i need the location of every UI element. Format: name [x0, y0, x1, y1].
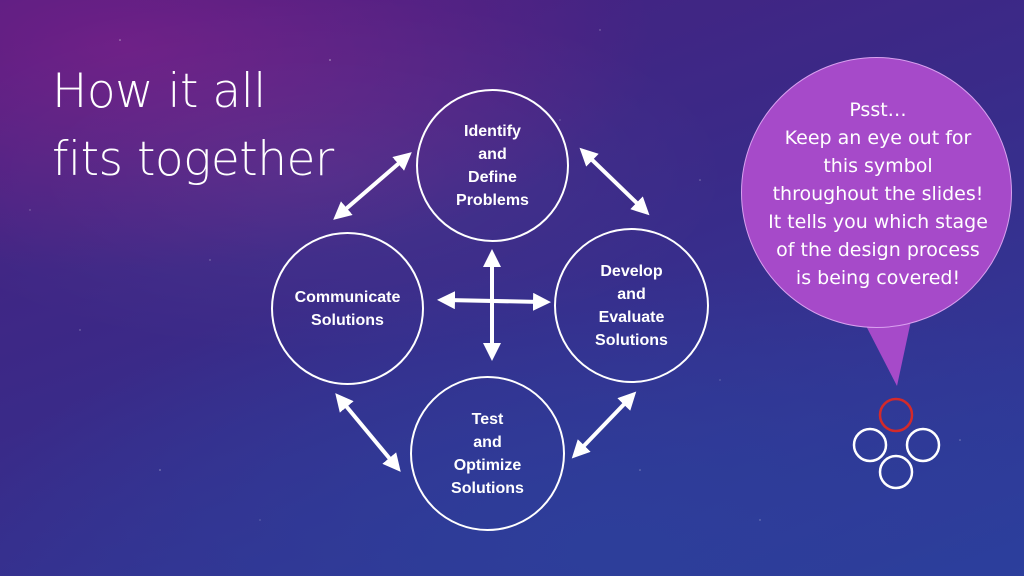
callout-line-1: Psst… — [849, 99, 907, 121]
callout-line-2: Keep an eye out for — [784, 127, 972, 149]
stage-communicate-label: Communicate Solutions — [294, 288, 401, 329]
slide-title: How it all fits together — [52, 58, 372, 194]
callout-text: Psst… Keep an eye out for this symbol th… — [748, 96, 1008, 292]
symbol-circle-left — [852, 427, 888, 463]
callout-bubble — [741, 57, 1012, 328]
four-circles-icon — [852, 397, 941, 490]
callout-line-7: is being covered! — [795, 267, 961, 289]
arrow-identify-develop — [579, 147, 650, 216]
callout-line-5: It tells you which stage — [768, 211, 988, 233]
stage-identify-label: Identify and Define Problems — [456, 122, 529, 209]
stage-develop-label: Develop and Evaluate Solutions — [595, 262, 668, 349]
callout-line-6: of the design process — [776, 239, 980, 261]
title-line-1: How it all — [52, 64, 266, 119]
arrow-identify-communicate — [333, 152, 412, 220]
stage-develop-evaluate-solutions: Develop and Evaluate Solutions — [554, 228, 709, 383]
title-line-2: fits together — [52, 132, 334, 187]
callout-line-4: throughout the slides! — [772, 183, 984, 205]
stage-identify-define-problems: Identify and Define Problems — [416, 89, 569, 242]
stage-test-optimize-solutions: Test and Optimize Solutions — [410, 376, 565, 531]
stage-communicate-solutions: Communicate Solutions — [271, 232, 424, 385]
arrow-communicate-test — [335, 393, 401, 472]
symbol-circle-top — [878, 397, 914, 433]
stage-test-label: Test and Optimize Solutions — [451, 410, 524, 497]
arrow-develop-test — [571, 391, 637, 459]
symbol-circle-bottom — [878, 454, 914, 490]
symbol-circle-right — [905, 427, 941, 463]
callout-line-3: this symbol — [823, 155, 933, 177]
